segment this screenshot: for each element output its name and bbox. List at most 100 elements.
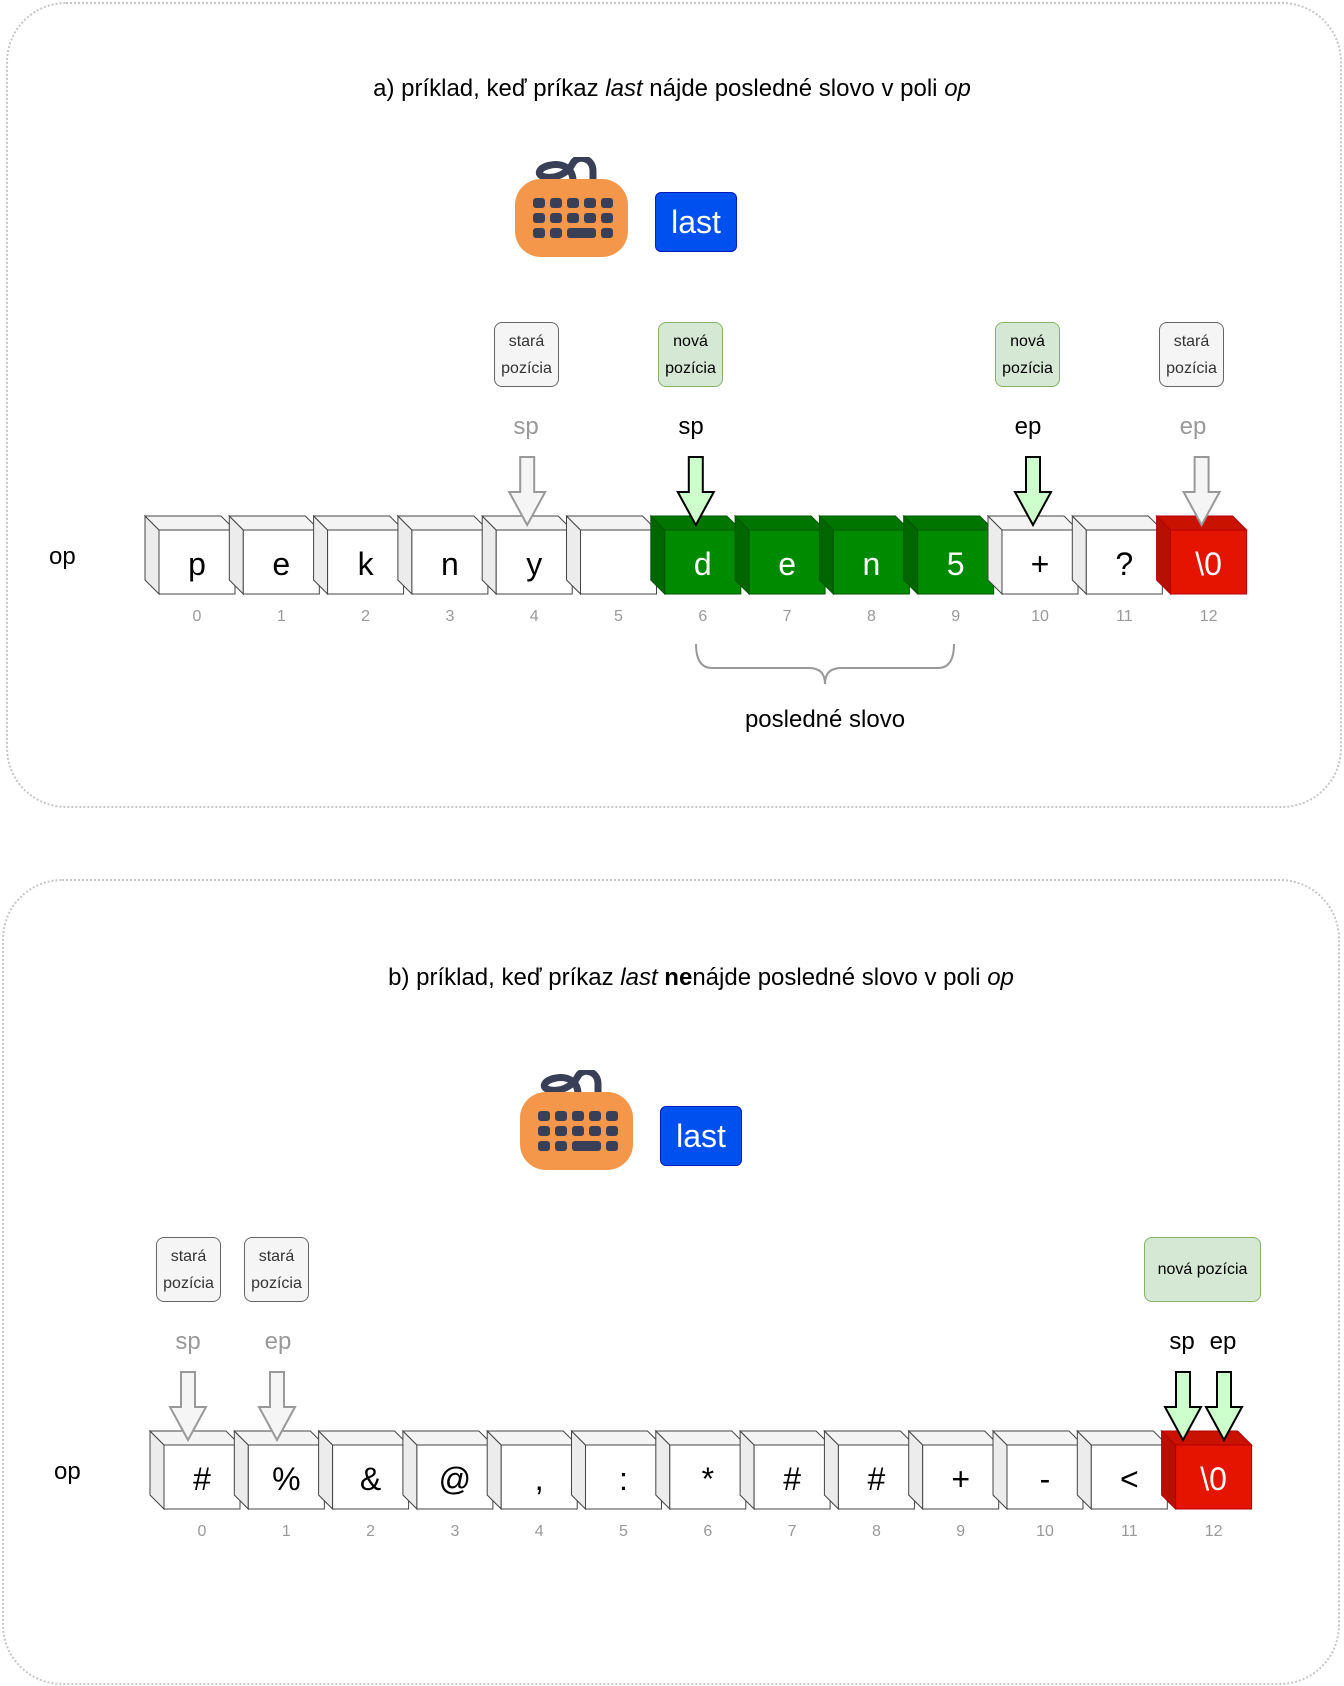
array-cell-value: ? [1115, 546, 1134, 582]
array-cell-0 [148, 1429, 242, 1511]
array-index-label: 10 [1031, 608, 1049, 625]
array-index-label: 11 [1120, 1523, 1138, 1540]
last-command-button[interactable]: last [660, 1106, 742, 1166]
array-cell-2 [317, 1429, 410, 1511]
array-cell-1 [228, 514, 321, 596]
down-arrow-icon [257, 1371, 297, 1443]
array-cell-value: # [193, 1461, 211, 1497]
new-start-pointer-label: sp [678, 413, 704, 440]
array-index-label: 7 [787, 1523, 797, 1540]
array-cell-value: @ [438, 1461, 472, 1497]
array-index-label: 1 [281, 1523, 291, 1540]
array-index-label: 10 [1036, 1523, 1054, 1540]
array-cell-value: n [862, 546, 881, 582]
array-cell-value: - [1039, 1461, 1051, 1497]
down-arrow-icon [1163, 1371, 1203, 1443]
array-cell-7 [738, 1429, 832, 1511]
array-cell-value: e [272, 546, 291, 582]
new-position-note: nová pozícia [1144, 1237, 1261, 1302]
array-index-label: 7 [782, 608, 792, 625]
last-command-button[interactable]: last [655, 192, 737, 252]
array-index-label: 4 [534, 1523, 544, 1540]
array-cell-value: # [867, 1461, 886, 1497]
array-cell-value: , [534, 1461, 544, 1497]
array-cell-value: 5 [946, 546, 965, 582]
array-cell-9 [907, 1429, 1000, 1511]
array-index-label: 5 [619, 1523, 628, 1540]
down-arrow-icon [1181, 456, 1222, 528]
panel-a-title: a) príklad, keď príkaz last nájde posled… [373, 75, 971, 102]
keyboard-icon [520, 1070, 633, 1170]
last-word-brace [695, 643, 955, 685]
array-cell-value: + [951, 1461, 971, 1497]
array-cell-value: p [188, 546, 206, 582]
array-index-label: 4 [529, 608, 539, 625]
array-index-label: 3 [450, 1523, 460, 1540]
panel-a-array [143, 456, 1248, 596]
array-cell-value: \0 [1200, 1461, 1227, 1497]
array-index-label: 9 [956, 1523, 966, 1540]
array-cell-5 [565, 514, 658, 596]
array-cell-10 [986, 514, 1080, 596]
array-cell-9 [902, 514, 995, 596]
array-index-label: 12 [1199, 608, 1218, 625]
array-cell-value: k [357, 546, 374, 582]
array-index-label: 0 [192, 608, 202, 625]
array-index-label: 3 [445, 608, 455, 625]
down-arrow-icon [168, 1371, 208, 1443]
array-cell-8 [823, 1429, 916, 1511]
array-cell-value: & [359, 1461, 382, 1497]
array-cell-11 [1071, 514, 1164, 596]
new-end-pointer-label: ep [1014, 413, 1042, 440]
old-end-pointer-label: ep [1179, 413, 1207, 440]
array-label: op [54, 1458, 81, 1485]
last-word-label: posledné slovo [744, 706, 906, 733]
array-cell-value: + [1030, 546, 1050, 582]
array-cell-value: y [526, 546, 543, 582]
array-label: op [49, 543, 76, 570]
keyboard-icon [515, 157, 628, 257]
array-index-label: 6 [703, 1523, 713, 1540]
array-index-label: 0 [197, 1523, 207, 1540]
old-start-pointer-label: sp [175, 1328, 201, 1355]
array-cell-value: \0 [1195, 546, 1222, 582]
down-arrow-icon [676, 456, 716, 528]
array-cell-10 [991, 1429, 1085, 1511]
panel-found-example [6, 2, 1342, 808]
array-cell-6 [654, 1429, 748, 1511]
array-index-label: 2 [366, 1523, 376, 1540]
down-arrow-icon [1013, 456, 1053, 528]
array-cell-1 [233, 1429, 326, 1511]
down-arrow-icon [507, 456, 547, 528]
array-index-label: 8 [866, 608, 876, 625]
array-cell-7 [733, 514, 827, 596]
array-index-label: 11 [1115, 608, 1133, 625]
old-start-pointer-label: sp [513, 413, 539, 440]
panel-b-title: b) príklad, keď príkaz last nenájde posl… [388, 964, 1014, 991]
array-cell-0 [143, 514, 237, 596]
array-cell-2 [312, 514, 405, 596]
array-index-label: 6 [698, 608, 708, 625]
old-end-pointer-label: ep [264, 1328, 292, 1355]
array-cell-value: d [693, 546, 712, 582]
new-start-pointer-label: sp [1169, 1328, 1195, 1355]
array-index-label: 9 [951, 608, 961, 625]
array-index-label: 12 [1204, 1523, 1223, 1540]
array-index-label: 1 [276, 608, 286, 625]
array-index-label: 8 [871, 1523, 881, 1540]
array-cell-value: : [619, 1461, 628, 1497]
panel-not-found-example [2, 879, 1340, 1685]
array-cell-value: % [272, 1461, 301, 1497]
array-cell-value: e [778, 546, 796, 582]
array-index-label: 2 [361, 608, 371, 625]
array-cell-3 [396, 514, 490, 596]
array-cell-8 [818, 514, 911, 596]
array-cell-value: n [440, 546, 459, 582]
array-cell-4 [485, 1429, 579, 1511]
